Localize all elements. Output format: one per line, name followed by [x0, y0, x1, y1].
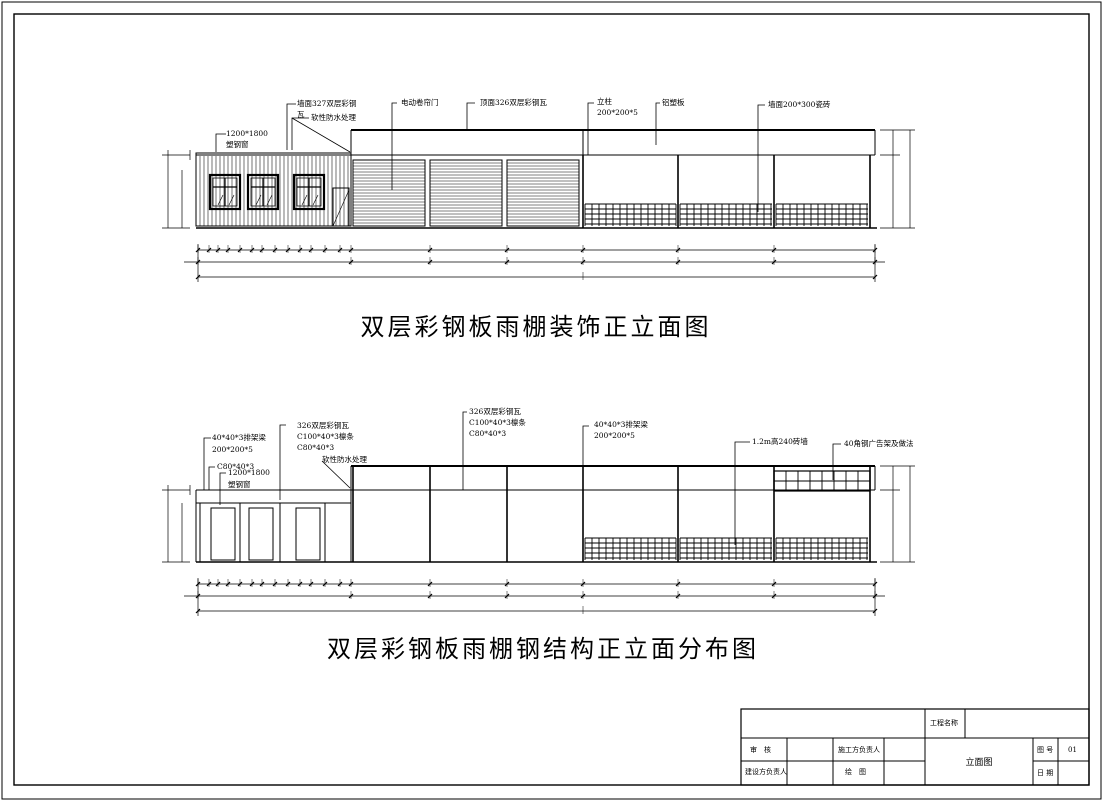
title-block-texts: 工程名称 审 核 施工方负责人 建设方负责人 绘 图 立面图 图 号 01 日 … [745, 718, 1077, 777]
contractor-lead-label: 施工方负责人 [838, 745, 880, 754]
annotation-window-size: 1200*1800 [228, 468, 270, 477]
annotation-rolling-door: 电动卷帘门 [401, 97, 439, 107]
bottom-elevation-drawing [195, 465, 877, 563]
window-icon [292, 173, 326, 211]
owner-lead-label: 建设方负责人 [745, 767, 787, 776]
window-icon [246, 173, 280, 211]
drawing-name: 立面图 [965, 756, 992, 768]
annotation-roof-326: 326双层彩钢瓦 [469, 406, 521, 416]
annotation-billboard: 40角钢广告架及做法 [844, 438, 914, 448]
top-annotation-texts: 墙面327双层彩钢 瓦 软性防水处理 1200*1800 塑钢窗 电动卷帘门 顶… [226, 96, 831, 149]
drawing-no-value: 01 [1068, 746, 1077, 754]
bottom-drawing-title: 双层彩钢板雨棚钢结构正立面分布图 [327, 635, 759, 663]
window-icons [208, 173, 350, 227]
annotation-column: 立柱 [597, 96, 612, 106]
annotation-window-size: 1200*1800 [226, 129, 268, 138]
reviewer-label: 审 核 [750, 745, 771, 754]
annotation-truss-beam-right: 40*40*3排架梁 [594, 419, 648, 429]
annotation-wall-327-cont: 瓦 [297, 110, 305, 119]
brick-wall-grid [584, 537, 868, 560]
billboard-frame-grid [773, 471, 871, 491]
dimension-tick [195, 608, 201, 614]
tile-wall-grid [584, 203, 868, 226]
annotation-aluminum-panel: 铝塑板 [662, 97, 685, 107]
annotation-waterproof: 软性防水处理 [311, 112, 356, 122]
window-glazing-mark [217, 194, 224, 206]
dimension-tick [195, 274, 201, 280]
side-door [332, 187, 350, 227]
annotation-column-size: 200*200*5 [597, 108, 638, 117]
annotation-window-type: 塑钢窗 [228, 479, 251, 489]
annotation-waterproof: 软性防水处理 [322, 454, 367, 464]
annotation-wall-tile: 墙面200*300瓷砖 [768, 99, 831, 109]
top-elevation-drawing [195, 129, 877, 229]
bottom-annotation-texts: 40*40*3排架梁 200*200*5 C80*40*3 1200*1800 … [212, 406, 914, 489]
annotation-purlin-left: C100*40*3檩条 [297, 431, 354, 441]
annotation-c80-mid: C80*40*3 [469, 429, 506, 438]
inner-border [13, 13, 1090, 786]
dimension-tick [872, 274, 878, 280]
annotation-c80-left: C80*40*3 [297, 443, 334, 452]
window-glazing-mark [266, 194, 273, 206]
annotation-column-size: 200*200*5 [212, 445, 253, 454]
annotation-column-size-right: 200*200*5 [594, 431, 635, 440]
annotation-wall-327: 墙面327双层彩钢 [297, 98, 356, 108]
bottom-leaders [203, 411, 841, 545]
top-dimension-ticks [195, 245, 878, 280]
annotation-purlin: C100*40*3檩条 [469, 417, 526, 427]
window-glazing-mark [301, 194, 308, 206]
annotation-roof-326: 顶面326双层彩钢瓦 [480, 97, 547, 107]
annotation-truss-beam: 40*40*3排架梁 [212, 432, 266, 442]
date-label: 日 期 [1037, 769, 1053, 777]
side-door-swing [332, 189, 350, 227]
dimension-tick [872, 608, 878, 614]
project-name-label: 工程名称 [930, 718, 958, 727]
top-drawing-title: 双层彩钢板雨棚装饰正立面图 [361, 313, 712, 341]
annotation-roof-326-left: 326双层彩钢瓦 [297, 420, 349, 430]
corrugated-wall-texture [199, 156, 349, 226]
rolling-door-slats [353, 162, 579, 224]
title-block [740, 708, 1090, 786]
annotation-brick-wall: 1.2m高240砖墙 [752, 436, 808, 446]
window-icon [208, 173, 242, 211]
bottom-dimensions [162, 465, 915, 616]
annotation-c80: C80*40*3 [217, 462, 254, 471]
annotation-window-type: 塑钢窗 [226, 139, 249, 149]
window-glazing-mark [312, 194, 319, 206]
bottom-dimension-ticks [195, 579, 878, 614]
drawing-no-label: 图 号 [1037, 746, 1053, 754]
window-glazing-mark [228, 194, 235, 206]
window-glazing-mark [255, 194, 262, 206]
drawer-label: 绘 图 [845, 767, 866, 776]
top-leaders [215, 102, 765, 212]
